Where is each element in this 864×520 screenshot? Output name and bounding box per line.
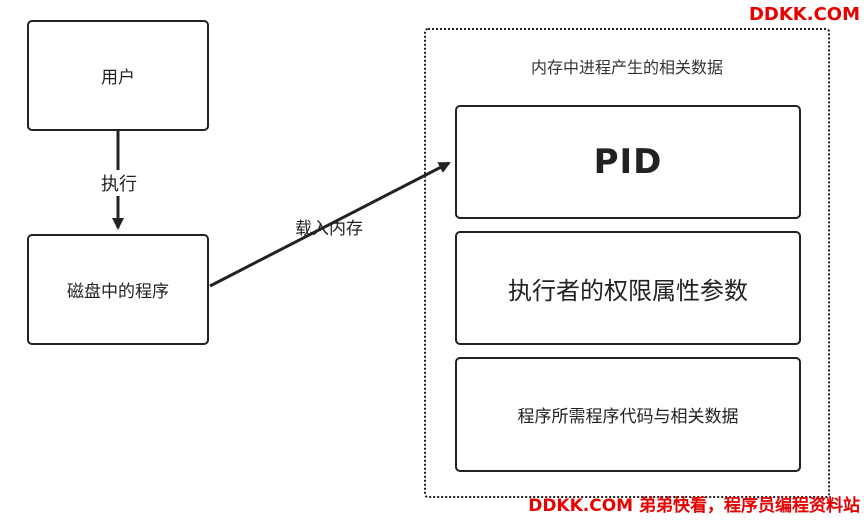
code-data-node: 程序所需程序代码与相关数据 [455,357,801,472]
load-arrow [209,161,451,288]
pid-node: PID [455,105,801,219]
container-title: 内存中进程产生的相关数据 [530,58,723,77]
user-label: 用户 [101,68,135,88]
memory-process-container: 内存中进程产生的相关数据 [424,28,830,498]
load-memory-label: 载入内存 [295,219,363,239]
code-data-label: 程序所需程序代码与相关数据 [517,407,739,427]
pid-label: PID [593,142,663,182]
attributes-label: 执行者的权限属性参数 [508,276,748,305]
watermark-top: DDKK.COM [748,4,860,25]
user-node: 用户 [27,20,209,131]
disk-program-label: 磁盘中的程序 [67,282,169,302]
watermark-bottom: DDKK.COM 弟弟快看，程序员编程资料站 [528,496,860,516]
execute-label: 执行 [94,170,144,196]
attributes-node: 执行者的权限属性参数 [455,231,801,345]
disk-program-node: 磁盘中的程序 [27,234,209,345]
